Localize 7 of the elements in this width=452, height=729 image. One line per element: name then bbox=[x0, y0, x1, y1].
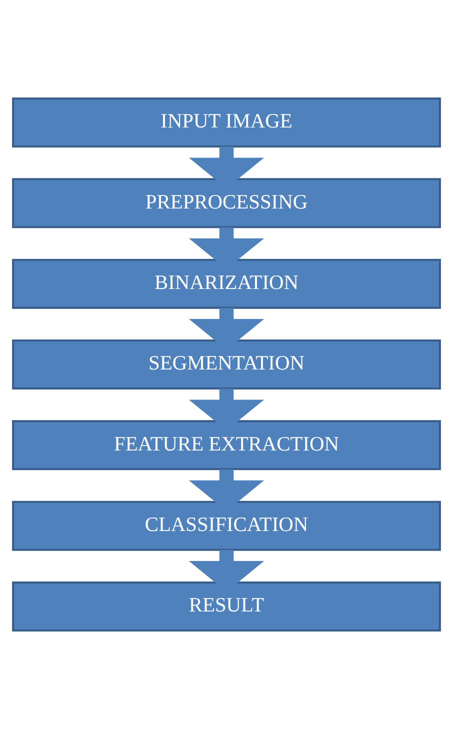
node-box: PREPROCESSING bbox=[12, 178, 440, 228]
node-box: RESULT bbox=[12, 582, 440, 632]
node-box: FEATURE EXTRACTION bbox=[12, 420, 440, 470]
node-box: CLASSIFICATION bbox=[12, 500, 440, 551]
node-box: BINARIZATION bbox=[12, 258, 440, 309]
node-box: SEGMENTATION bbox=[12, 339, 440, 390]
node-box: INPUT IMAGE bbox=[12, 97, 440, 148]
